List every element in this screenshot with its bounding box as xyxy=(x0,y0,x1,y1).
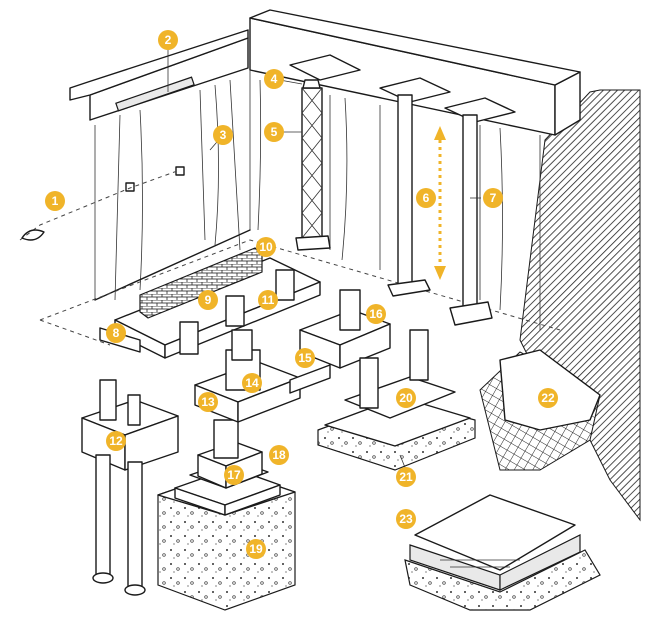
callout-number: 20 xyxy=(399,391,413,405)
callout-badge-8: 8 xyxy=(106,323,126,343)
callout-circle xyxy=(396,509,416,529)
callout-number: 1 xyxy=(52,194,59,208)
height-arrow xyxy=(434,126,446,280)
callout-number: 8 xyxy=(113,326,120,340)
callout-circle xyxy=(258,290,278,310)
callout-number: 23 xyxy=(399,512,413,526)
callout-circle xyxy=(198,392,218,412)
pile-cap xyxy=(81,379,179,596)
callout-badge-14: 14 xyxy=(242,373,262,393)
lattice-column xyxy=(295,79,331,251)
callout-number: 18 xyxy=(272,448,286,462)
callout-badge-15: 15 xyxy=(295,348,315,368)
callout-circle xyxy=(295,348,315,368)
callout-badge-3: 3 xyxy=(213,125,233,145)
callout-badge-19: 19 xyxy=(246,539,266,559)
callout-badge-21: 21 xyxy=(396,467,416,487)
callout-circle xyxy=(198,290,218,310)
callout-number: 14 xyxy=(245,376,259,390)
callout-number: 2 xyxy=(165,33,172,47)
callout-number: 9 xyxy=(205,293,212,307)
callout-number: 21 xyxy=(399,470,413,484)
callout-circle xyxy=(106,323,126,343)
callout-badge-7: 7 xyxy=(483,188,503,208)
callout-circle xyxy=(246,539,266,559)
callout-circle xyxy=(366,304,386,324)
callout-circle xyxy=(264,122,284,142)
callout-circle xyxy=(396,467,416,487)
callout-number: 15 xyxy=(298,351,312,365)
callout-badge-11: 11 xyxy=(258,290,278,310)
callout-circle xyxy=(416,188,436,208)
callout-number: 4 xyxy=(271,72,278,86)
callout-circle xyxy=(269,445,289,465)
callout-number: 17 xyxy=(227,468,241,482)
callout-number: 22 xyxy=(541,391,555,405)
callout-badge-4: 4 xyxy=(264,69,284,89)
callout-badge-17: 17 xyxy=(224,465,244,485)
callout-number: 19 xyxy=(249,542,263,556)
callout-badge-23: 23 xyxy=(396,509,416,529)
columns xyxy=(289,54,516,326)
callout-circle xyxy=(45,191,65,211)
callout-badge-13: 13 xyxy=(198,392,218,412)
callout-circle xyxy=(264,69,284,89)
callout-badge-20: 20 xyxy=(396,388,416,408)
callout-circle xyxy=(213,125,233,145)
callout-badge-12: 12 xyxy=(106,431,126,451)
callout-badge-2: 2 xyxy=(158,30,178,50)
left-wall xyxy=(19,29,251,301)
callout-circle xyxy=(106,431,126,451)
callout-badge-16: 16 xyxy=(366,304,386,324)
callout-number: 3 xyxy=(220,128,227,142)
callout-number: 7 xyxy=(490,191,497,205)
callout-badge-1: 1 xyxy=(45,191,65,211)
callout-badge-9: 9 xyxy=(198,290,218,310)
callout-circle xyxy=(242,373,262,393)
callout-badge-6: 6 xyxy=(416,188,436,208)
callout-number: 16 xyxy=(369,307,383,321)
callout-circle xyxy=(256,237,276,257)
callout-circle xyxy=(483,188,503,208)
callout-number: 12 xyxy=(109,434,123,448)
slab-detail xyxy=(404,494,601,611)
callout-badge-22: 22 xyxy=(538,388,558,408)
callout-number: 11 xyxy=(262,293,275,307)
floor-outline xyxy=(39,239,561,346)
callout-circle xyxy=(396,388,416,408)
callout-badge-5: 5 xyxy=(264,122,284,142)
callout-number: 6 xyxy=(423,191,430,205)
callout-circle xyxy=(224,465,244,485)
callout-badge-10: 10 xyxy=(256,237,276,257)
callout-number: 13 xyxy=(201,395,215,409)
callout-badge-18: 18 xyxy=(269,445,289,465)
callout-circle xyxy=(158,30,178,50)
callout-circle xyxy=(538,388,558,408)
pedestals xyxy=(179,269,295,355)
callout-number: 10 xyxy=(259,240,273,254)
callout-number: 5 xyxy=(271,125,278,139)
